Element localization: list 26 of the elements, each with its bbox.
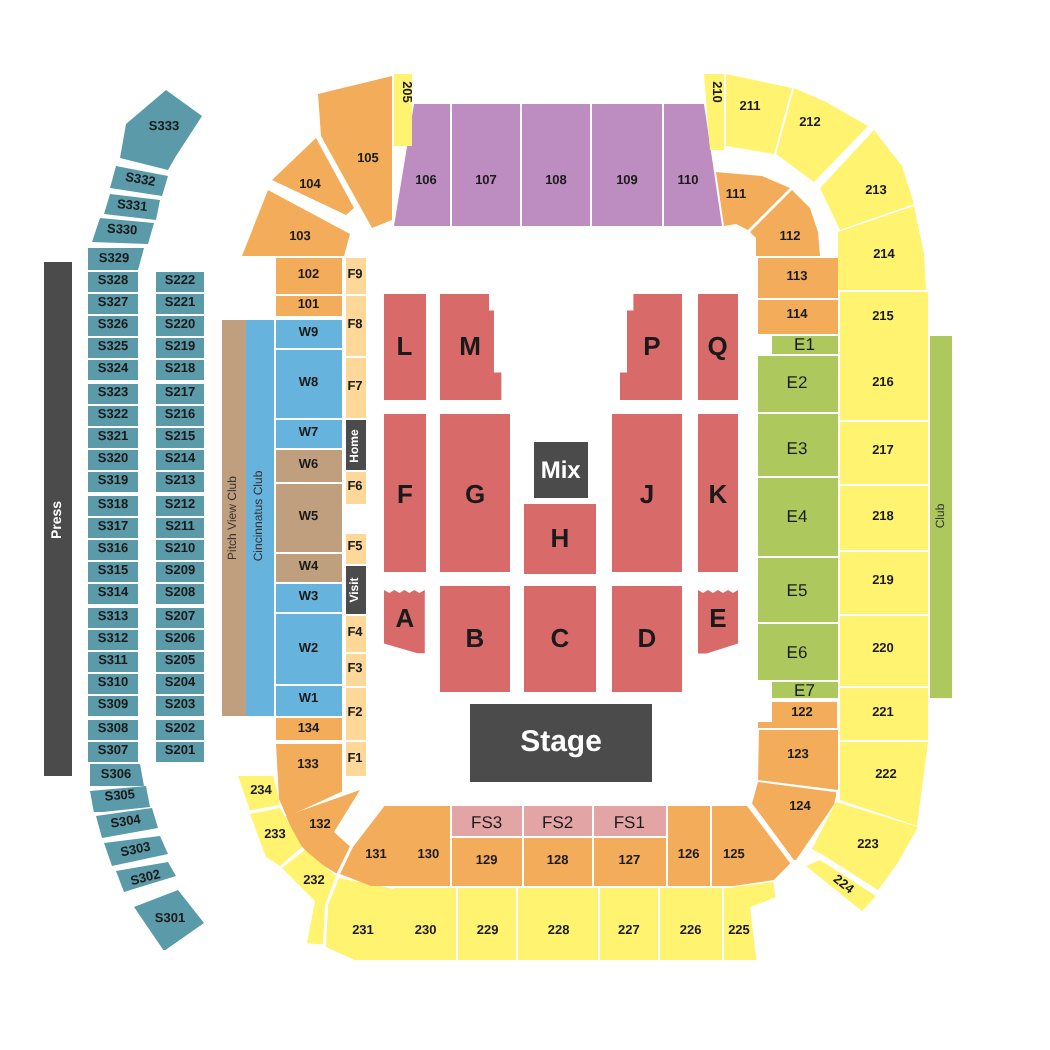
- floor-section: J: [612, 414, 682, 572]
- seating-section: E1: [772, 335, 837, 354]
- floor-section: E: [698, 590, 738, 654]
- floor-section: K: [698, 414, 738, 572]
- seating-section: E4: [757, 477, 837, 556]
- floor-section: P: [620, 293, 682, 400]
- seating-section: FS2: [523, 806, 592, 836]
- floor-section: D: [612, 586, 682, 692]
- seating-section: E5: [757, 557, 837, 622]
- seating-section: FS1: [593, 806, 666, 836]
- mix-booth: Mix: [533, 442, 588, 498]
- floor-section: L: [383, 293, 426, 400]
- floor-section: Q: [698, 293, 738, 400]
- stage: Stage: [470, 704, 652, 782]
- floor-section: C: [524, 586, 596, 692]
- seating-section: E7: [772, 681, 837, 699]
- seating-section: E2: [757, 355, 837, 412]
- floor-section: B: [440, 586, 510, 692]
- floor-section: H: [524, 504, 596, 574]
- seating-section: E3: [757, 413, 837, 476]
- floor-section: M: [440, 293, 502, 400]
- floor-section: G: [440, 414, 510, 572]
- seating-section: E6: [757, 623, 837, 680]
- floor-section: A: [384, 590, 426, 654]
- floor-section: F: [384, 414, 426, 572]
- seating-section: FS3: [451, 806, 522, 836]
